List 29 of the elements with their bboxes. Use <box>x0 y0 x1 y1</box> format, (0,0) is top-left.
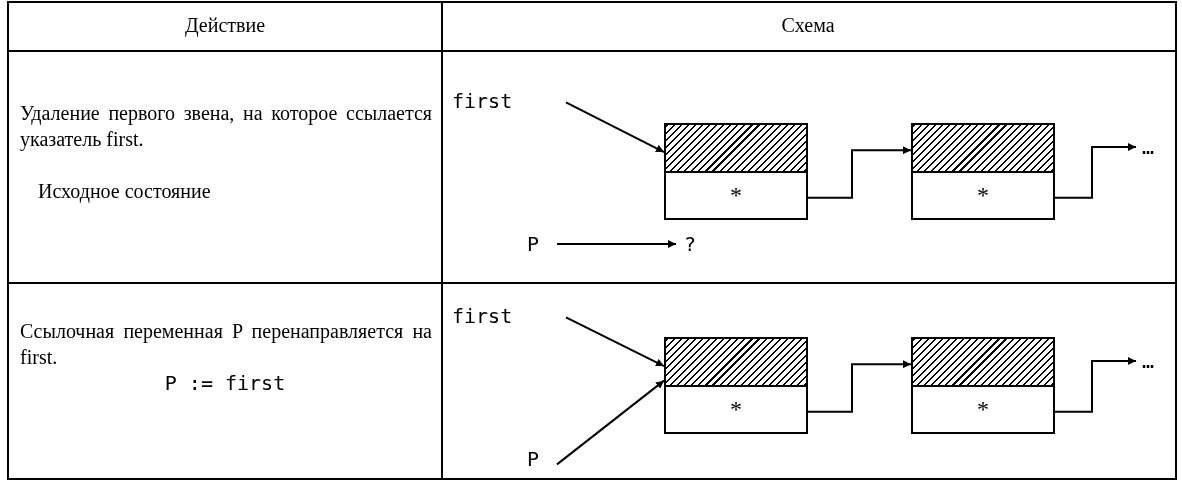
arrow <box>1054 357 1137 413</box>
pointer-name: P <box>527 446 540 472</box>
pointer-field: * <box>977 181 989 209</box>
arrow <box>1054 143 1137 199</box>
unknown-mark: ? <box>684 231 697 257</box>
pointer-name: first <box>452 303 513 329</box>
ellipsis: … <box>1142 348 1155 374</box>
arrow <box>807 360 912 413</box>
pointer-field: * <box>730 395 742 423</box>
table-text: Исходное состояние <box>38 179 212 204</box>
table-text: Удаление первого звена, на которое ссылается указатель first. <box>20 101 432 152</box>
pointer-name: first <box>452 88 513 114</box>
ellipsis: … <box>1142 134 1155 160</box>
list-node <box>664 337 808 434</box>
arrow <box>565 101 665 154</box>
list-node <box>664 123 808 220</box>
column-header: Схема <box>780 13 836 38</box>
arrow <box>807 146 912 199</box>
list-node <box>911 123 1055 220</box>
table-text: Ссылочная переменная P перенаправляется на first. <box>20 319 432 370</box>
pointer-name: P <box>527 231 540 257</box>
arrow <box>556 379 665 466</box>
arrow <box>565 316 665 368</box>
list-node <box>911 337 1055 434</box>
table-text: P := first <box>163 370 287 396</box>
pointer-field: * <box>977 395 989 423</box>
arrow <box>556 240 677 248</box>
column-header: Действие <box>183 13 267 38</box>
pointer-field: * <box>730 181 742 209</box>
